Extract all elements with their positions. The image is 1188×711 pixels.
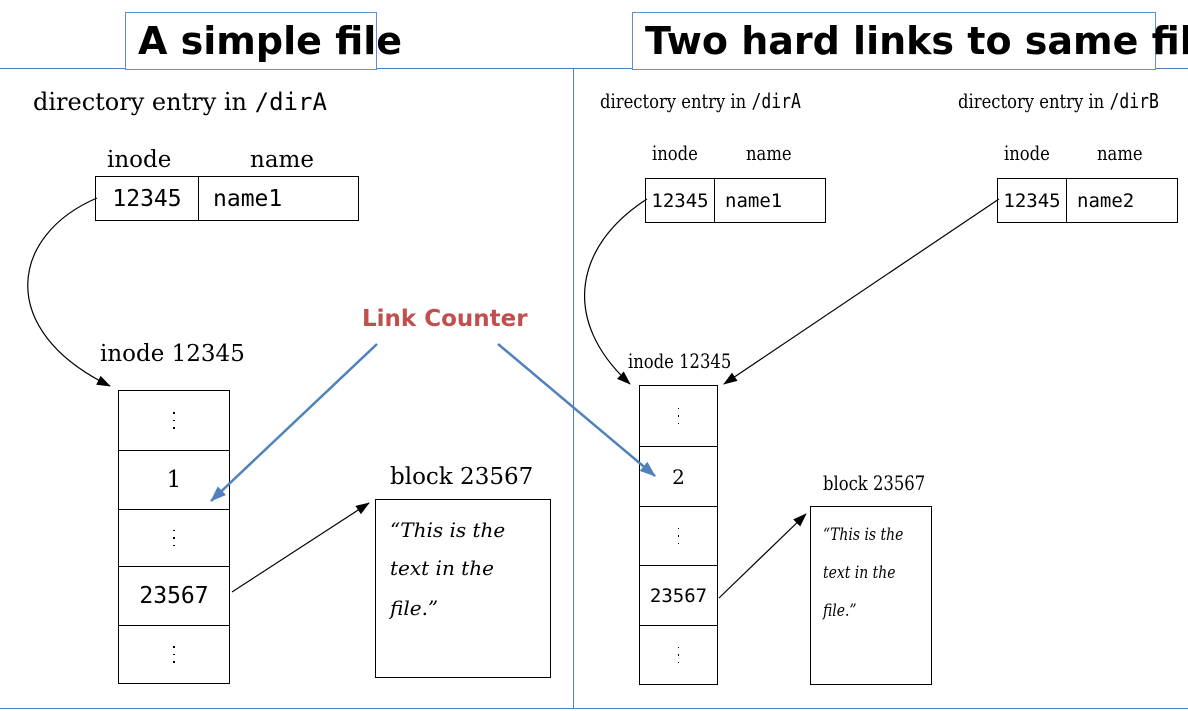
left-entry-inode: 12345 xyxy=(96,177,199,220)
right-dirB-entry: 12345 name2 xyxy=(997,178,1178,223)
right-block-text-line2: text in the xyxy=(823,563,896,583)
left-inode-to-block-arrow xyxy=(231,502,370,593)
right-dirA-label-text: directory entry in xyxy=(600,89,747,113)
left-inode-cell-4 xyxy=(119,626,229,683)
left-inode-label: inode 12345 xyxy=(100,341,245,367)
right-dirB-to-inode-arrow xyxy=(723,198,1000,385)
right-colB-name: name xyxy=(1097,141,1143,165)
left-inode-table: 1 23567 xyxy=(118,390,230,684)
right-dirB-entry-name: name2 xyxy=(1077,189,1135,212)
right-dirB-entry-inode: 12345 xyxy=(998,179,1067,222)
link-counter-arrow-left xyxy=(210,343,378,502)
left-ellipsis-icon xyxy=(173,646,176,663)
right-inode-to-block-arrow xyxy=(718,513,807,599)
left-entry-name: name1 xyxy=(213,185,283,212)
right-block-text-line1: “This is the xyxy=(823,525,904,545)
left-ellipsis-icon xyxy=(173,412,176,429)
right-ellipsis-icon xyxy=(677,646,680,664)
left-inode-block-pointer: 23567 xyxy=(119,567,229,626)
left-entry-to-inode-arrow xyxy=(27,197,111,387)
center-divider xyxy=(573,68,574,709)
left-dir-label-text: directory entry in xyxy=(33,88,248,116)
left-title: A simple file xyxy=(125,12,402,70)
link-counter-label: Link Counter xyxy=(362,306,528,332)
left-dir-label: directory entry in /dirA xyxy=(33,90,327,114)
right-dirA-label: directory entry in /dirA xyxy=(600,91,801,111)
right-dirA-entry: 12345 name1 xyxy=(645,178,826,223)
right-colB-inode: inode xyxy=(1004,141,1050,165)
right-block-label: block 23567 xyxy=(823,471,926,495)
right-block-text-line3: file.” xyxy=(823,601,857,621)
right-inode-block-pointer: 23567 xyxy=(640,566,717,626)
right-dirA-entry-inode: 12345 xyxy=(646,179,715,222)
left-col-name: name xyxy=(250,147,314,173)
right-inode-label: inode 12345 xyxy=(628,349,732,373)
left-block-text-line1: “This is the xyxy=(390,518,506,542)
right-dirB-label-text: directory entry in xyxy=(958,89,1105,113)
right-dirB-label: directory entry in /dirB xyxy=(958,91,1159,111)
right-inode-link-count: 2 xyxy=(640,447,717,507)
right-colA-name: name xyxy=(746,141,792,165)
right-inode-cell-0 xyxy=(640,386,717,447)
left-block-label: block 23567 xyxy=(390,464,534,490)
left-directory-entry: 12345 name1 xyxy=(95,176,359,221)
right-inode-cell-2 xyxy=(640,507,717,566)
left-inode-cell-2 xyxy=(119,510,229,567)
right-inode-table: 2 23567 xyxy=(639,385,718,685)
left-inode-link-count: 1 xyxy=(119,451,229,510)
right-data-block: “This is the text in the file.” xyxy=(810,506,932,685)
left-dir-path: /dirA xyxy=(254,88,327,116)
right-ellipsis-icon xyxy=(677,527,680,545)
left-block-text-line3: file.” xyxy=(390,596,439,620)
bottom-divider xyxy=(0,708,1188,709)
left-block-text-line2: text in the xyxy=(390,556,494,580)
right-ellipsis-icon xyxy=(677,407,680,425)
right-inode-cell-4 xyxy=(640,626,717,684)
right-dirB-path: /dirB xyxy=(1109,89,1159,113)
right-dirA-entry-name: name1 xyxy=(725,189,783,212)
top-divider xyxy=(0,68,1188,69)
left-inode-cell-0 xyxy=(119,391,229,451)
right-colA-inode: inode xyxy=(652,141,698,165)
left-data-block: “This is the text in the file.” xyxy=(375,499,551,678)
right-title: Two hard links to same file xyxy=(632,12,1188,70)
left-col-inode: inode xyxy=(107,147,172,173)
left-ellipsis-icon xyxy=(173,529,176,547)
right-dirA-path: /dirA xyxy=(751,89,801,113)
